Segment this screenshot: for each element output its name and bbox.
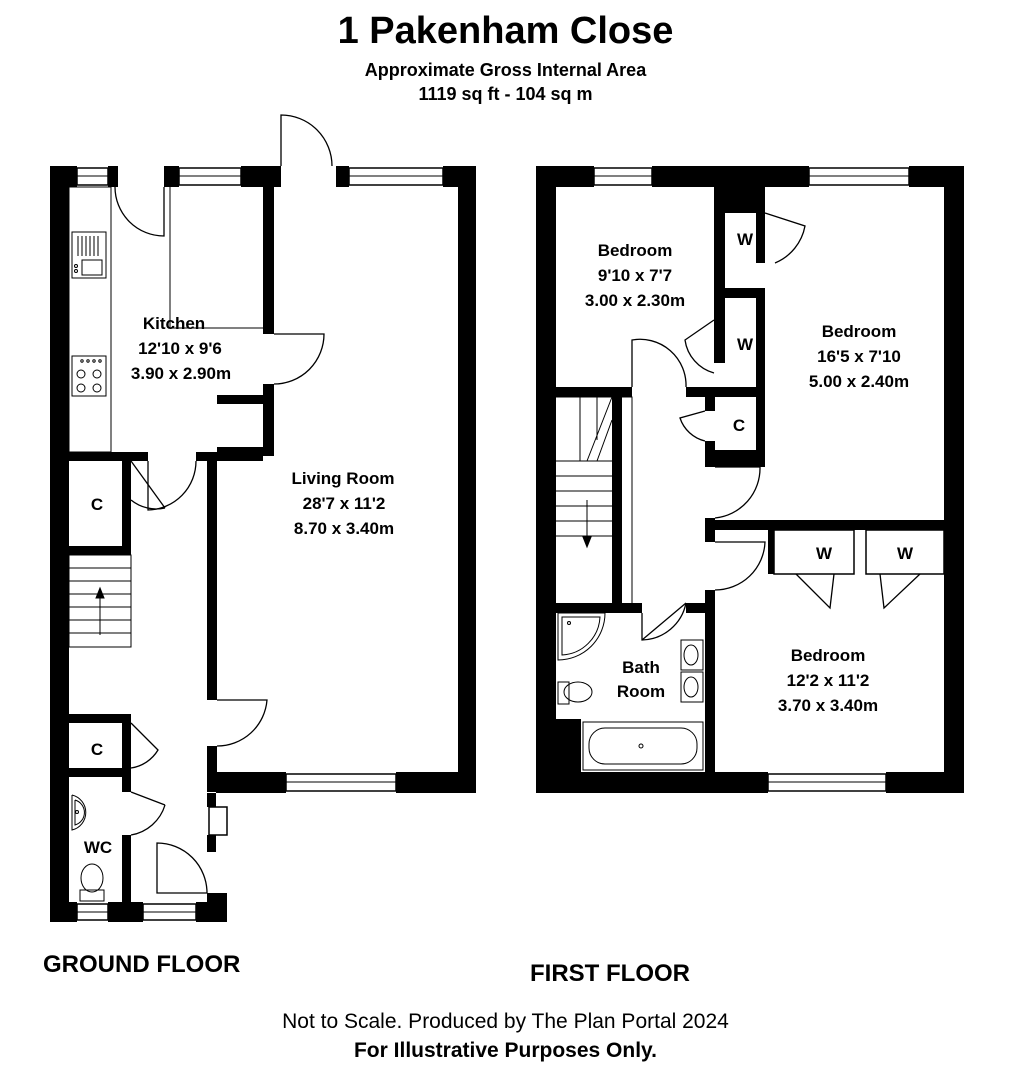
cupboard-lower-label: C <box>91 740 103 759</box>
ground-floor-windows <box>76 167 444 921</box>
bedroom-small-metric: 3.00 x 2.30m <box>585 291 685 310</box>
bathroom-label-2: Room <box>617 682 665 701</box>
bath-basin-icon <box>680 639 704 703</box>
kitchen-metric: 3.90 x 2.90m <box>131 364 231 383</box>
kitchen-worktops <box>68 186 263 453</box>
ground-floor-walls <box>50 166 476 922</box>
bedroom-rear-imperial: 12'2 x 11'2 <box>787 671 870 690</box>
area-value: 1119 sq ft - 104 sq m <box>418 84 593 104</box>
kitchen-imperial: 12'10 x 9'6 <box>138 339 222 358</box>
bath-toilet-icon <box>557 681 593 705</box>
bedroom-small-name: Bedroom <box>598 241 673 260</box>
first-stairs-icon <box>556 396 633 603</box>
plan-title: 1 Pakenham Close <box>337 10 674 52</box>
bedroom-main-imperial: 16'5 x 7'10 <box>817 347 901 366</box>
first-floor-cupboard-label: C <box>733 416 745 435</box>
footer-notice: For Illustrative Purposes Only. <box>353 1039 658 1062</box>
wc-toilet-icon <box>79 863 105 902</box>
first-floor-plan <box>536 166 964 793</box>
ground-floor-label: GROUND FLOOR <box>43 951 241 978</box>
window-glazing-lines <box>77 175 443 913</box>
wardrobe-3-label: W <box>816 544 833 563</box>
bedroom-main-metric: 5.00 x 2.40m <box>809 372 909 391</box>
kitchen-name: Kitchen <box>143 314 205 333</box>
kitchen-hob-icon <box>71 355 107 397</box>
wc-basin-icon <box>71 794 87 831</box>
first-floor-doors <box>631 212 921 641</box>
first-floor-label: FIRST FLOOR <box>530 960 690 987</box>
ground-floor-doors <box>114 114 333 894</box>
shower-icon <box>557 612 606 661</box>
ground-floor-plan <box>50 114 476 922</box>
wardrobe-1-label: W <box>737 230 754 249</box>
living-room-imperial: 28'7 x 11'2 <box>303 494 386 513</box>
wc-label: WC <box>84 838 112 857</box>
footer-disclaimer: Not to Scale. Produced by The Plan Porta… <box>282 1010 729 1033</box>
kitchen-sink-icon <box>71 231 107 279</box>
bedroom-rear-name: Bedroom <box>791 646 866 665</box>
bathtub-icon <box>582 721 704 771</box>
ground-stairs-icon <box>68 554 132 648</box>
bathroom-label-1: Bath <box>622 658 660 677</box>
bedroom-main-name: Bedroom <box>822 322 897 341</box>
bedroom-rear-metric: 3.70 x 3.40m <box>778 696 878 715</box>
wardrobe-4-label: W <box>897 544 914 563</box>
wardrobe-outlines <box>773 529 945 575</box>
first-floor-glazing <box>594 175 909 783</box>
first-floor-walls <box>536 166 964 793</box>
cupboard-upper-label: C <box>91 495 103 514</box>
area-label: Approximate Gross Internal Area <box>364 60 647 80</box>
bedroom-small-imperial: 9'10 x 7'7 <box>598 266 672 285</box>
living-room-metric: 8.70 x 3.40m <box>294 519 394 538</box>
wardrobe-2-label: W <box>737 335 754 354</box>
living-room-name: Living Room <box>292 469 395 488</box>
